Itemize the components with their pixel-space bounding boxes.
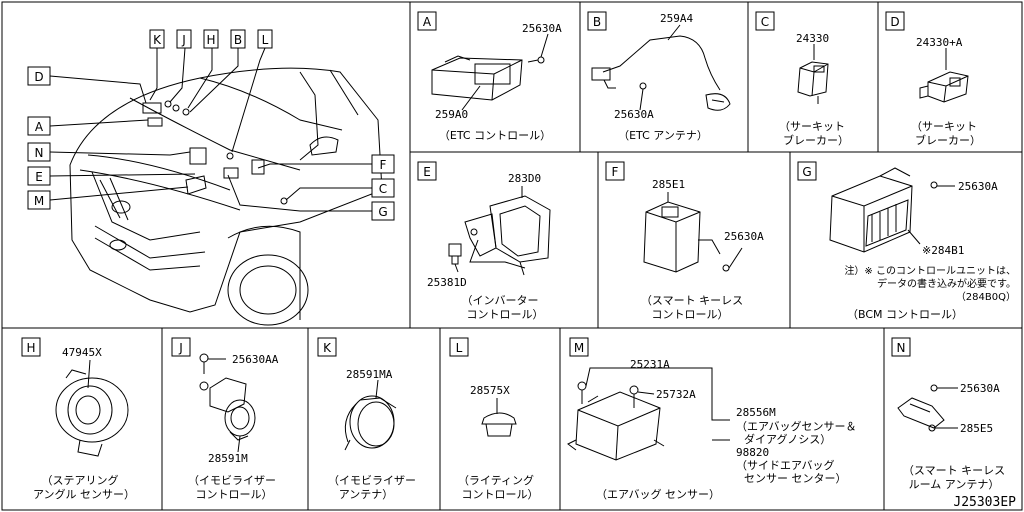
caption: ブレーカー） [783, 133, 849, 147]
steering-angle-sensor [55, 369, 129, 457]
caption: コントロール） [467, 308, 544, 321]
bolt-icon-m [577, 381, 639, 408]
clip-icon [448, 243, 462, 265]
etc-antenna [591, 35, 731, 111]
caption: （サーキット [779, 120, 845, 133]
part-number: 25381D [427, 276, 467, 289]
overview-label-l: L [262, 33, 269, 47]
overview-label-c: C [379, 182, 387, 196]
caption: ブレーカー） [915, 133, 981, 147]
vehicle-overview [49, 47, 383, 326]
section-letter-e: E [423, 165, 431, 179]
part-description: センサー センター） [744, 472, 847, 485]
part-number: 98820 [736, 446, 769, 459]
part-number: 28575X [470, 384, 510, 397]
caption: コントロール） [462, 488, 539, 501]
part-number: 25732A [656, 388, 696, 401]
airbag-sensor [567, 391, 665, 461]
overview-label-a: A [35, 120, 44, 134]
part-number: 283D0 [508, 172, 541, 185]
part-number: 285E1 [652, 178, 685, 191]
overview-label-k: K [153, 33, 162, 47]
section-letter-f: F [612, 165, 619, 179]
overview-label-f: F [380, 158, 387, 172]
caption: （イモビライザー [188, 474, 276, 487]
inverter-control [464, 195, 551, 276]
room-antenna [897, 397, 945, 429]
overview-label-n: N [35, 146, 44, 160]
section-letter-n: N [897, 341, 906, 355]
caption: （エアバッグ センサー） [596, 487, 720, 501]
part-number: 25630A [958, 180, 998, 193]
circuit-breaker-d [919, 71, 969, 103]
part-number: 24330 [796, 32, 829, 45]
caption: （BCM コントロール） [847, 308, 963, 321]
section-letter-d: D [890, 15, 899, 29]
caption: （イモビライザー [328, 474, 416, 487]
diagram-id: J25303EP [953, 495, 1016, 510]
part-number: 25630AA [232, 353, 279, 366]
caption: （ライティング [458, 473, 534, 487]
part-number: 25231A [630, 358, 670, 371]
section-letter-m: M [574, 341, 584, 355]
smart-keyless-control [643, 201, 721, 273]
part-number: 28556M [736, 406, 776, 419]
bcm-control-unit [829, 167, 913, 253]
bcm-note: データの書き込みが必要です。 [877, 277, 1016, 290]
overview-label-d: D [34, 70, 43, 84]
section-letter-g: G [802, 165, 811, 179]
part-number: 259A0 [435, 108, 468, 121]
caption: （ステアリング [42, 473, 119, 487]
part-number: 47945X [62, 346, 102, 359]
part-number: 25630A [960, 382, 1000, 395]
part-description: （サイドエアバッグ [736, 458, 835, 472]
circuit-breaker-c [797, 61, 829, 104]
section-letter-l: L [456, 341, 463, 355]
bolt-icon [199, 353, 209, 391]
screw-icon [527, 56, 545, 64]
part-number: 25630A [724, 230, 764, 243]
lighting-control [481, 412, 517, 437]
caption: （ETC アンテナ） [618, 129, 708, 142]
caption: アンテナ） [339, 488, 394, 501]
overview-label-b: B [234, 33, 242, 47]
part-number: 25630A [614, 108, 654, 121]
section-letter-a: A [423, 15, 432, 29]
part-number: 259A4 [660, 12, 693, 25]
overview-label-j: J [181, 33, 186, 47]
overview-label-g: G [378, 205, 387, 219]
part-number: ※284B1 [922, 244, 964, 257]
part-number: 285E5 [960, 422, 993, 435]
overview-label-h: H [206, 33, 215, 47]
part-number: 24330+A [916, 36, 963, 49]
caption: コントロール） [196, 488, 273, 501]
part-description: （エアバッグセンサー＆ [736, 419, 857, 433]
caption: （サーキット [911, 120, 977, 133]
caption: （ETC コントロール） [439, 129, 551, 142]
section-letter-k: K [323, 341, 332, 355]
caption: コントロール） [652, 308, 729, 321]
caption: ルーム アンテナ） [909, 478, 1000, 491]
etc-control-unit [431, 55, 523, 101]
part-number: 28591M [208, 452, 248, 465]
bcm-note: 注）※ このコントロールユニットは、 [844, 264, 1016, 277]
part-number: 25630A [522, 22, 562, 35]
section-letter-j: J [178, 341, 183, 355]
immobilizer-antenna [344, 395, 397, 451]
section-letter-h: H [26, 341, 35, 355]
caption: （スマート キーレス [903, 464, 1005, 477]
overview-label-e: E [35, 170, 43, 184]
section-letter-c: C [761, 15, 769, 29]
overview-label-m: M [34, 194, 44, 208]
immobilizer-control [209, 377, 256, 441]
bcm-note: （284B0Q） [956, 291, 1016, 303]
caption: アングル センサー） [33, 487, 135, 501]
part-description: ダイアグノシス） [744, 432, 831, 446]
part-number: 28591MA [346, 368, 393, 381]
caption: （インバーター [462, 294, 539, 307]
section-letter-b: B [593, 15, 601, 29]
caption: （スマート キーレス [641, 294, 743, 307]
